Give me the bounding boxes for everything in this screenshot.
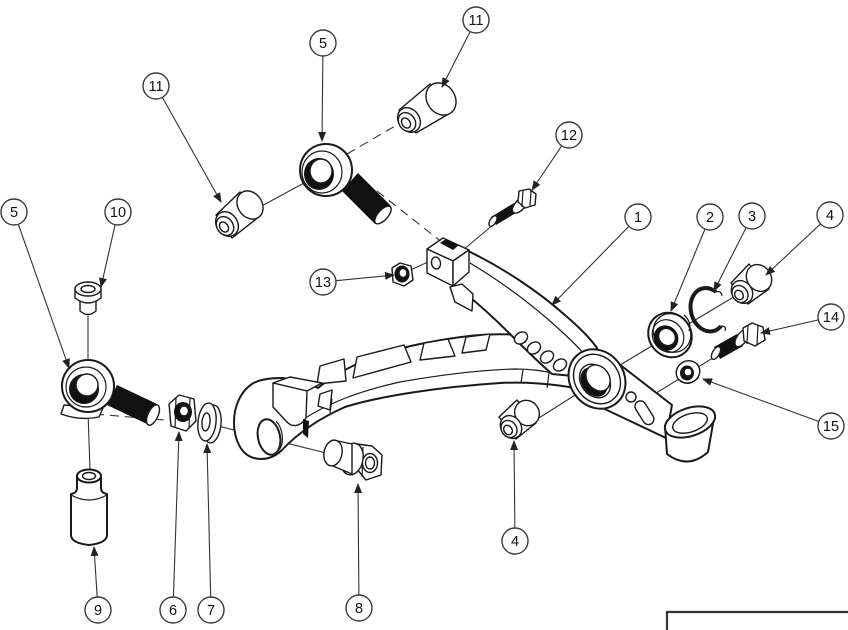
- mounting-block: [426, 237, 470, 287]
- callout-number-12: 12: [561, 128, 577, 144]
- callout-number-9: 9: [94, 603, 102, 619]
- bushing-4-top: [730, 263, 773, 305]
- leader-line-4: [765, 223, 821, 276]
- nut-6: [168, 394, 197, 432]
- bolt-14: [710, 322, 766, 361]
- arm-hole: [513, 331, 529, 345]
- callout-number-8: 8: [355, 601, 363, 617]
- bolt-12: [488, 188, 537, 228]
- callout-number-3: 3: [748, 209, 756, 225]
- callout-balloon-7: [197, 596, 225, 624]
- arm-cutout: [419, 338, 456, 361]
- upper-arm-link: [426, 237, 598, 379]
- callout-number-11: 11: [148, 79, 163, 95]
- leader-line-10: [99, 224, 116, 288]
- callout-number-5: 5: [10, 205, 18, 221]
- arm-hole: [539, 350, 555, 364]
- callout-balloon-15: [817, 412, 845, 440]
- arm-tab: [449, 283, 474, 312]
- bearing-2: [647, 311, 693, 359]
- callout-balloon-11: [142, 72, 170, 100]
- leader-line-14: [760, 319, 819, 335]
- callout-number-1: 1: [634, 210, 642, 226]
- arm-cutout: [316, 358, 347, 385]
- leader-line-8: [354, 483, 363, 596]
- leader-line-7: [203, 443, 212, 598]
- leader-line-4: [510, 440, 519, 529]
- callout-number-5: 5: [319, 36, 327, 52]
- leader-line-11: [441, 31, 471, 88]
- callout-number-10: 10: [110, 205, 126, 221]
- callout-balloon-4: [816, 201, 844, 229]
- boss-bore: [256, 418, 282, 456]
- callout-balloon-5: [0, 198, 28, 226]
- washer-7: [197, 402, 222, 444]
- callout-balloon-11: [462, 6, 490, 34]
- callout-number-7: 7: [207, 603, 215, 619]
- callout-number-4: 4: [511, 534, 519, 550]
- arm-cutout: [461, 333, 491, 354]
- callout-balloon-4: [501, 527, 529, 555]
- callout-number-13: 13: [315, 275, 331, 291]
- block-bore: [430, 256, 442, 270]
- leader-line-5: [318, 55, 327, 142]
- callout-balloon-9: [84, 596, 112, 624]
- arm-hole: [552, 358, 568, 372]
- callout-balloon-12: [555, 121, 583, 149]
- bushing-10: [74, 281, 102, 316]
- arm-hole: [526, 341, 542, 355]
- callout-balloon-14: [817, 303, 845, 331]
- title-block-corner: [665, 610, 848, 630]
- callout-balloon-6: [159, 596, 187, 624]
- extension-slot: [634, 400, 655, 426]
- washer-15: [675, 360, 701, 384]
- callout-balloon-5: [309, 29, 337, 57]
- leader-line-9: [90, 546, 99, 598]
- leader-line-6: [172, 431, 183, 598]
- nut-13: [391, 262, 414, 287]
- callout-number-4: 4: [826, 208, 834, 224]
- leader-line-1: [551, 225, 630, 306]
- leader-line-5: [17, 224, 70, 369]
- callout-number-6: 6: [169, 603, 177, 619]
- callout-balloon-13: [309, 268, 337, 296]
- callout-number-14: 14: [823, 310, 839, 326]
- extension-hole: [625, 391, 637, 403]
- rod-end-top: [299, 143, 392, 225]
- leader-line-15: [702, 378, 819, 423]
- callout-number-11: 11: [468, 13, 483, 29]
- callout-balloon-8: [345, 594, 373, 622]
- snap-ring-3: [688, 286, 727, 334]
- callout-balloon-1: [624, 203, 652, 231]
- leader-line-12: [531, 145, 563, 191]
- bushing-11-left: [214, 190, 264, 239]
- bushing-11-top: [396, 82, 457, 134]
- callout-balloon-10: [104, 198, 132, 226]
- spacer-9: [70, 468, 108, 546]
- callout-number-15: 15: [823, 419, 839, 435]
- leader-line-2: [670, 228, 706, 312]
- callout-number-2: 2: [706, 210, 714, 226]
- leader-line-13: [335, 271, 395, 282]
- nut-8: [323, 439, 383, 481]
- bushing-sleeve: [663, 405, 717, 463]
- leader-line-11: [161, 97, 222, 203]
- leader-line-3: [713, 227, 747, 292]
- bearing-housing: [567, 348, 627, 410]
- callout-balloon-3: [738, 202, 766, 230]
- bushing-4-bottom: [498, 399, 541, 440]
- boss-bracket: [272, 376, 333, 438]
- arm-cutout: [352, 344, 412, 379]
- rod-end-left: [60, 359, 161, 426]
- callout-balloon-2: [696, 203, 724, 231]
